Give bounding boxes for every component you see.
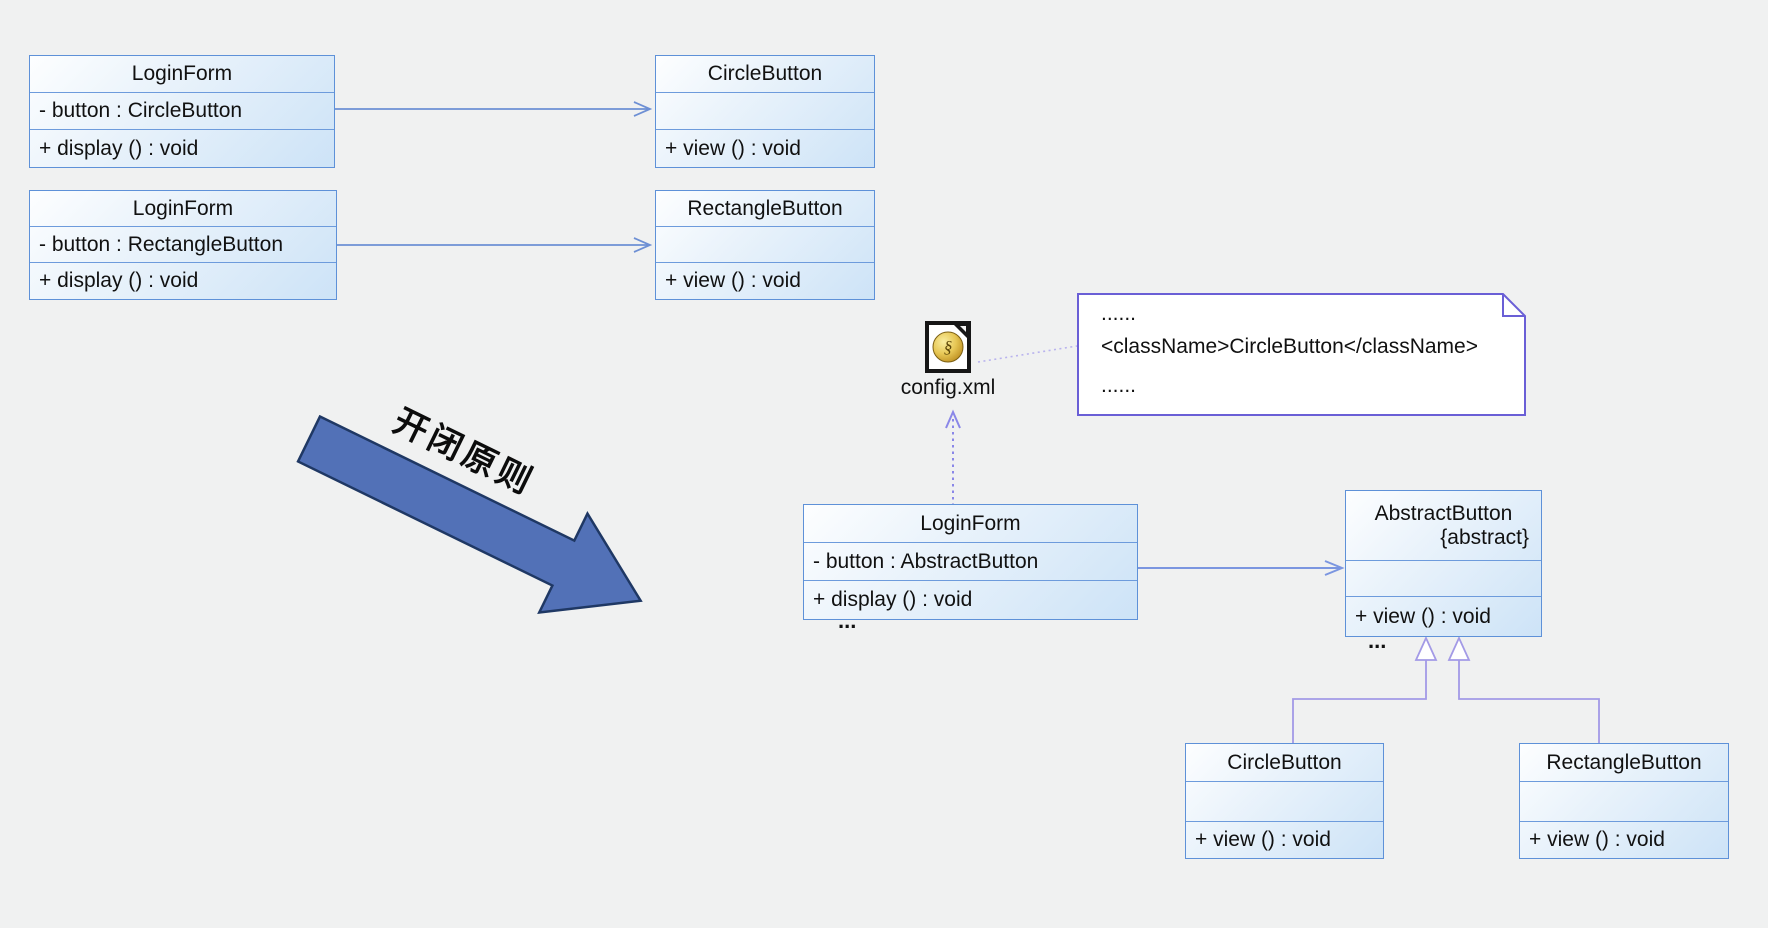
- class-loginform-rectangle-variant: LoginForm - button : RectangleButton + d…: [29, 190, 337, 300]
- association-arrow-loginform-abstractbutton: [1138, 560, 1345, 576]
- class-attributes-empty: [1520, 782, 1728, 822]
- class-attributes-empty: [1186, 782, 1383, 822]
- note-shape: [1077, 293, 1526, 416]
- ellipsis-more-abstractbutton: ...: [1368, 628, 1387, 653]
- note-line: ......: [1101, 374, 1137, 397]
- class-operation: + view () : void: [665, 269, 801, 292]
- class-abstractbutton: AbstractButton {abstract} + view () : vo…: [1345, 490, 1542, 637]
- class-title: CircleButton: [656, 56, 874, 93]
- class-stereotype: {abstract}: [1440, 525, 1529, 549]
- class-operation: + view () : void: [1355, 604, 1491, 628]
- note-line: <className>CircleButton</className>: [1101, 335, 1478, 358]
- class-circlebutton-top: CircleButton + view () : void: [655, 55, 875, 168]
- class-operation: + display () : void: [39, 269, 199, 292]
- note-text: ...... <className>CircleButton</classNam…: [1101, 303, 1496, 396]
- class-attribute: - button : RectangleButton: [30, 227, 336, 263]
- artifact-label: config.xml: [900, 376, 996, 399]
- class-attribute: - button : CircleButton: [30, 93, 334, 130]
- class-rectanglebutton-bottom: RectangleButton + view () : void: [1519, 743, 1729, 859]
- class-circlebutton-bottom: CircleButton + view () : void: [1185, 743, 1384, 859]
- class-attributes-empty: [656, 227, 874, 263]
- artifact-configxml: §: [925, 321, 971, 373]
- association-arrow-loginform-circlebutton: [335, 101, 653, 117]
- note-anchor-line: [977, 345, 1078, 363]
- class-operation: + view () : void: [1529, 828, 1665, 851]
- class-operation: + display () : void: [813, 588, 973, 611]
- class-loginform-circle-variant: LoginForm - button : CircleButton + disp…: [29, 55, 335, 168]
- class-operation: + view () : void: [665, 136, 801, 160]
- gold-seal-icon: §: [932, 331, 964, 363]
- class-title-block: AbstractButton {abstract}: [1346, 491, 1541, 561]
- class-title: CircleButton: [1186, 744, 1383, 782]
- class-attributes-empty: [1346, 561, 1541, 597]
- class-title: RectangleButton: [656, 191, 874, 227]
- class-title: LoginForm: [30, 191, 336, 227]
- dependency-arrow-loginform-configxml: [945, 409, 961, 506]
- ellipsis-more-loginform: ...: [838, 608, 857, 633]
- xml-file-icon: §: [925, 321, 971, 373]
- class-attributes-empty: [656, 93, 874, 130]
- class-attribute: - button : AbstractButton: [804, 543, 1137, 581]
- banner-arrow: [296, 414, 643, 614]
- class-title: RectangleButton: [1520, 744, 1728, 782]
- class-title: LoginForm: [30, 56, 334, 93]
- generalization-rectanglebutton-abstractbutton: [1447, 635, 1600, 743]
- class-title: LoginForm: [804, 505, 1137, 543]
- generalization-circlebutton-abstractbutton: [1292, 635, 1438, 743]
- note-line: ......: [1101, 302, 1137, 325]
- class-title: AbstractButton: [1374, 501, 1513, 525]
- uml-note: ...... <className>CircleButton</classNam…: [1077, 293, 1526, 416]
- class-operation: + display () : void: [39, 136, 199, 160]
- class-loginform-abstract-variant: LoginForm - button : AbstractButton + di…: [803, 504, 1138, 620]
- class-rectanglebutton-top: RectangleButton + view () : void: [655, 190, 875, 300]
- association-arrow-loginform-rectanglebutton: [337, 237, 653, 253]
- class-operation: + view () : void: [1195, 828, 1331, 851]
